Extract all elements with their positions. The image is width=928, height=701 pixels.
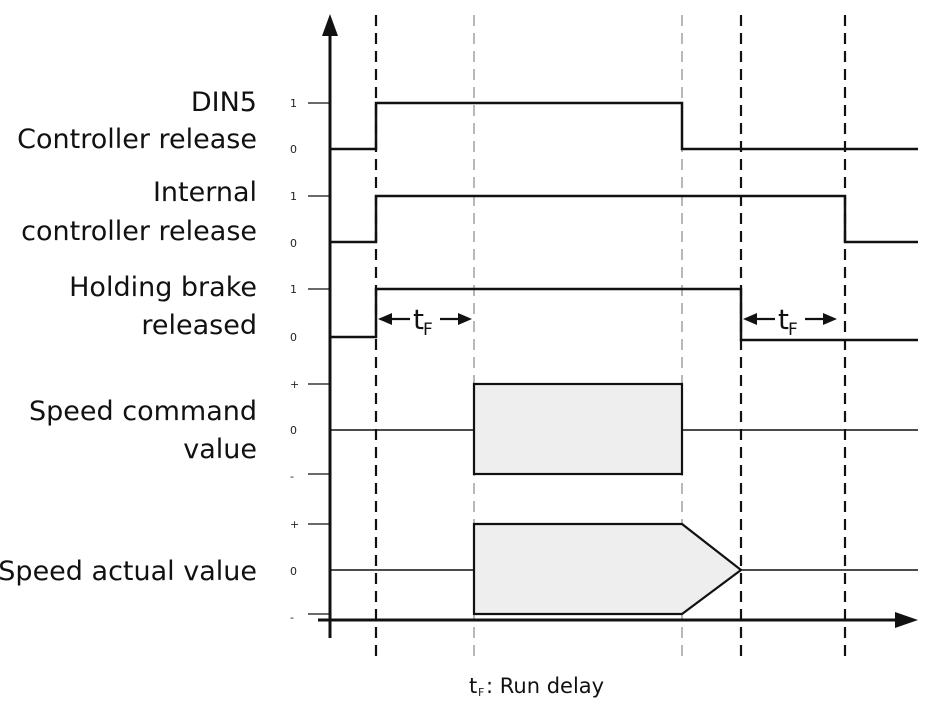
level-tick-label: 0 (290, 237, 297, 250)
signal-label-line: Internal (153, 177, 257, 208)
level-tick-label: - (290, 470, 294, 483)
signal-label-line: released (141, 310, 257, 341)
run-delay-subscript: F (423, 320, 433, 340)
level-tick-label: 1 (290, 190, 297, 203)
y-axis-arrow-icon (322, 14, 338, 36)
signal-label-line: value (183, 434, 257, 465)
signal-label-line: controller release (21, 216, 257, 247)
run-delay-annotation: t F (743, 303, 837, 340)
actual-band (472, 522, 743, 616)
level-tick-label: - (290, 611, 294, 624)
legend-text: : Run delay (486, 674, 604, 698)
level-tick-label: 1 (290, 97, 297, 110)
legend-symbol: t (469, 674, 477, 698)
level-tick-label: + (290, 518, 299, 531)
signal-label-line: Holding brake (69, 272, 257, 303)
signal-label-line: Speed actual value (0, 556, 257, 587)
level-tick-label: 1 (290, 283, 297, 296)
level-tick-label: 0 (290, 424, 297, 437)
run-delay-annotation: t F (378, 303, 472, 340)
run-delay-symbol: t (413, 303, 424, 336)
command-band (472, 382, 684, 476)
arrow-left-icon (378, 313, 392, 325)
signal-label-line: DIN5 (191, 87, 257, 118)
signal-label-line: Speed command (29, 396, 257, 427)
run-delay-legend: t F : Run delay (469, 674, 604, 699)
signal-internal-controller-release: Internal controller release 1 0 (21, 177, 918, 250)
arrow-right-icon (458, 313, 472, 325)
signal-din5-controller-release: DIN5 Controller release 1 0 (17, 87, 918, 156)
time-axis-arrow-icon (895, 612, 918, 628)
level-tick-label: 0 (290, 143, 297, 156)
signal-speed-command-value: Speed command value + 0 - (29, 378, 918, 483)
legend-subscript: F (478, 686, 484, 699)
level-tick-label: + (290, 378, 299, 391)
run-delay-subscript: F (788, 320, 798, 340)
level-tick-label: 0 (290, 331, 297, 344)
signal-label-line: Controller release (17, 124, 257, 155)
arrow-left-icon (743, 313, 757, 325)
signal-speed-actual-value: Speed actual value + 0 - (0, 518, 918, 624)
run-delay-symbol: t (778, 303, 789, 336)
signal-trace (330, 287, 918, 342)
level-tick-label: 0 (290, 565, 297, 578)
signal-trace (330, 101, 918, 151)
signal-trace (330, 194, 918, 244)
arrow-right-icon (823, 313, 837, 325)
signal-holding-brake-released: Holding brake released 1 0 t F t F (69, 272, 918, 344)
